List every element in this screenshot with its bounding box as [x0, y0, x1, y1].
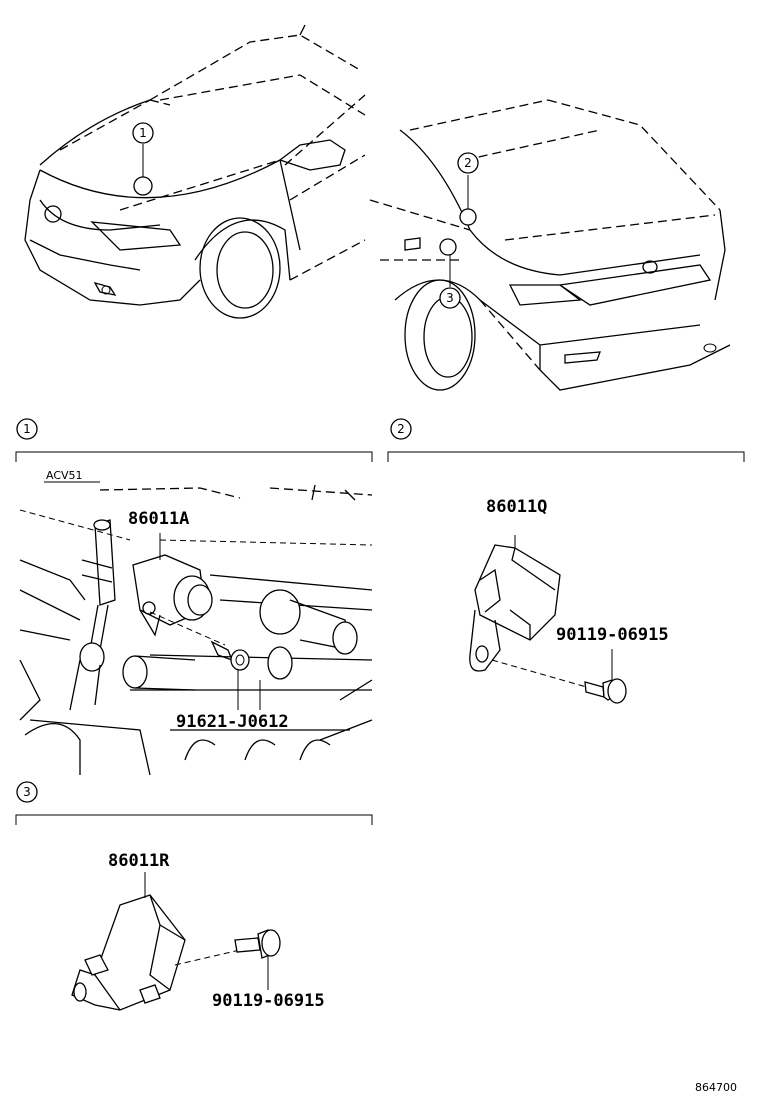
- callout-2: [457, 152, 479, 174]
- callout-3-label: 3: [446, 291, 454, 305]
- front-car-view: 1: [24, 24, 366, 319]
- section-1: 1 ACV51: [15, 418, 373, 776]
- sensor-location-marker-1: [133, 176, 153, 196]
- callout-2-label: 2: [464, 156, 472, 170]
- diagram-id: 864700: [695, 1081, 737, 1094]
- callout-1: [132, 122, 154, 144]
- part-number-86011R[interactable]: 86011R: [108, 851, 170, 871]
- callout-1-label: 1: [139, 126, 147, 140]
- section-2-number: 2: [397, 422, 405, 436]
- section-3-number: 3: [23, 785, 31, 799]
- section-1-number: 1: [23, 422, 31, 436]
- sensor-location-marker-2: [459, 208, 477, 226]
- part-number-86011Q[interactable]: 86011Q: [486, 497, 547, 517]
- section-3: 3 86011R 90119-06915: [15, 781, 373, 1011]
- variant-label: ACV51: [46, 469, 83, 482]
- sensor-location-marker-3: [439, 238, 457, 256]
- part-number-91621-J0612[interactable]: 91621-J0612: [176, 712, 289, 732]
- part-number-90119-06915-a[interactable]: 90119-06915: [556, 625, 669, 645]
- rear-car-view: 2 3: [369, 99, 731, 391]
- callout-3: [439, 287, 461, 309]
- part-number-86011A[interactable]: 86011A: [128, 509, 189, 529]
- part-number-90119-06915-b[interactable]: 90119-06915: [212, 991, 325, 1011]
- section-2: 2 86011Q 90119-06915: [387, 418, 745, 704]
